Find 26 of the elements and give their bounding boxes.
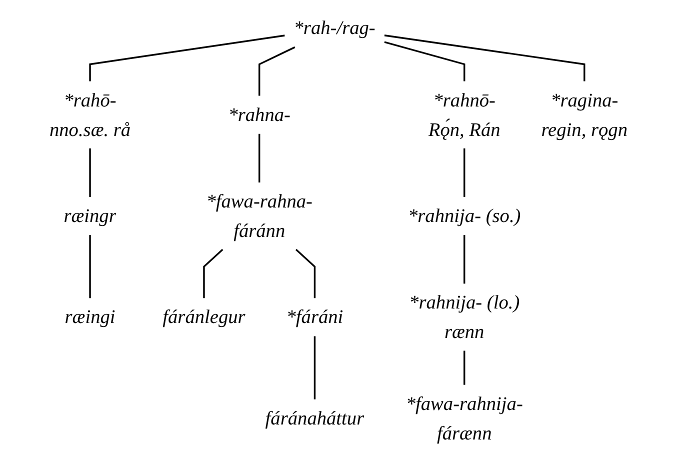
connector [314, 336, 316, 400]
node-text: *rahnō- Rǫ́n, Rán [428, 89, 500, 140]
node-text: *rahnija- (lo.) rænn [409, 292, 520, 342]
node-text: fáránlegur [162, 306, 246, 328]
connector [89, 235, 91, 298]
node-text: ræingi [64, 306, 116, 328]
connector [464, 148, 466, 197]
node-text: *fawa-rahnija- fárænn [406, 392, 523, 444]
node-text: *rah-/rag- [294, 17, 376, 39]
connector [295, 248, 316, 298]
node-text: ræingr [64, 204, 116, 227]
node-text: *rahnija- (so.) [408, 204, 521, 227]
connector [203, 248, 224, 298]
node-text: *rahna- [228, 104, 290, 126]
node-text: *rahō- nno.sæ. rå [49, 89, 131, 140]
node-text: *ragina- regin, rǫgn [541, 89, 628, 140]
node-text: fáránaháttur [265, 407, 364, 429]
connector [464, 350, 466, 385]
connector [89, 34, 285, 82]
node-text: *fawa-rahna- fáránn [206, 190, 312, 242]
connector [464, 235, 466, 284]
connector [384, 41, 466, 82]
connector [258, 134, 260, 182]
connector [89, 148, 91, 197]
node-text: *fáráni [286, 306, 344, 328]
connector [384, 34, 586, 82]
